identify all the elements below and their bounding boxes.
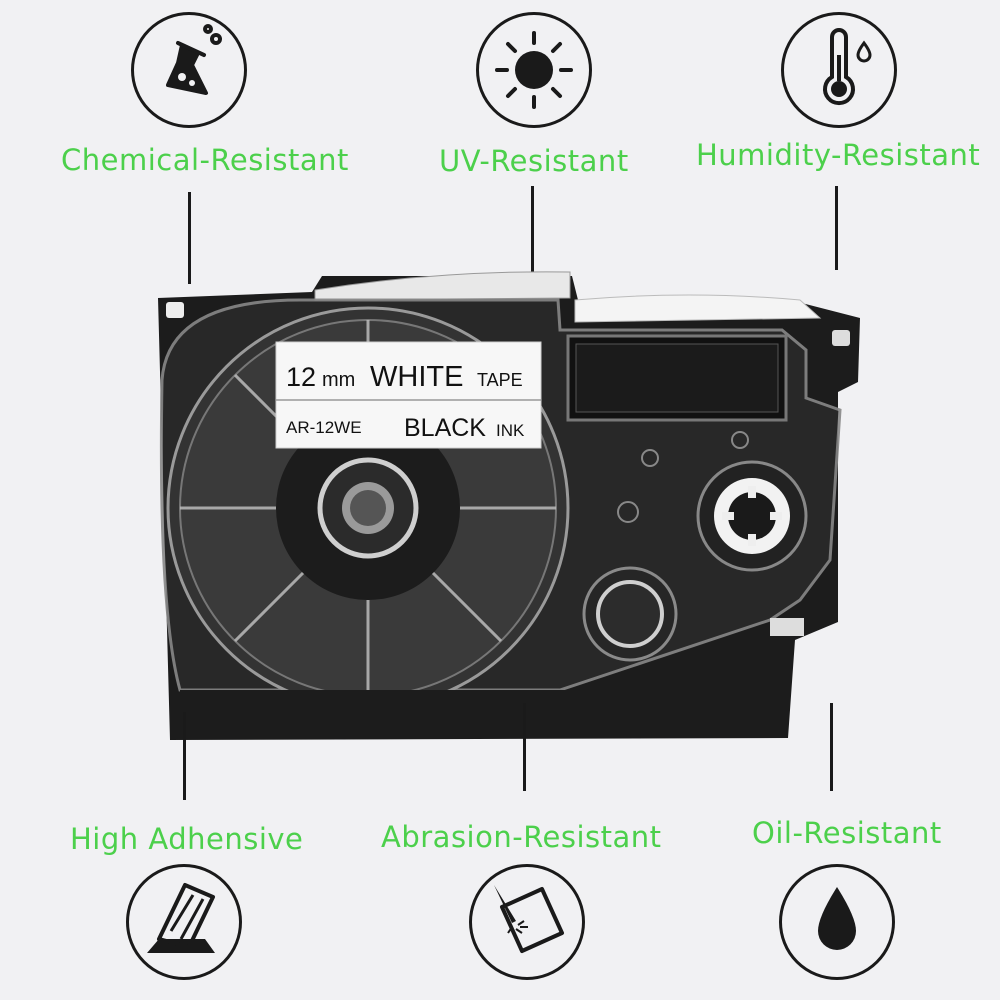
oil-icon-circle [779,864,895,980]
connector-oil [830,703,833,791]
label-ink: INK [496,421,525,440]
high-adhesive-label: High Adhensive [70,822,304,856]
abrasion-resistant-label: Abrasion-Resistant [381,820,662,854]
humidity-resistant-label: Humidity-Resistant [696,138,981,172]
thermometer-icon [823,28,872,106]
connector-adhesive [183,712,186,800]
label-tape: TAPE [477,370,523,390]
chemical-resistant-label: Chemical-Resistant [61,143,349,177]
drop-icon [818,887,856,950]
uv-icon-circle [476,12,592,128]
adhesive-icon-circle [126,864,242,980]
adhesive-tape-icon [147,883,215,953]
label-model: AR-12WE [286,418,362,437]
chemical-icon-circle [131,12,247,128]
scratch-icon [494,885,564,953]
sun-icon [495,31,573,109]
humidity-icon-circle [781,12,897,128]
connector-chemical [188,192,191,284]
oil-resistant-label: Oil-Resistant [752,816,942,850]
label-ink-color: BLACK [404,414,486,442]
connector-humidity [835,186,838,270]
label-size-unit: mm [322,369,355,391]
uv-resistant-label: UV-Resistant [439,144,629,178]
abrasion-icon-circle [469,864,585,980]
flask-icon [166,24,222,95]
label-color: WHITE [370,361,463,393]
label-size: 12 [286,362,316,392]
connector-abrasion [523,703,526,791]
connector-uv [531,186,534,274]
